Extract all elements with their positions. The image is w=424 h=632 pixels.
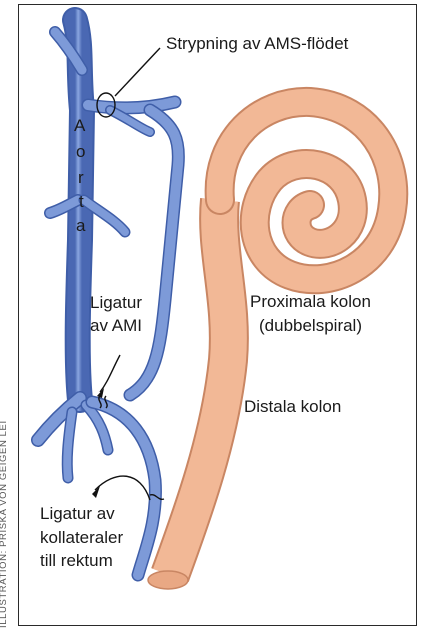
- strypning-pointer: [115, 48, 160, 96]
- colon: [148, 102, 393, 589]
- label-distala: Distala kolon: [244, 397, 341, 417]
- aorta-letter: o: [76, 142, 85, 162]
- aorta-letter: r: [78, 168, 84, 188]
- aorta-letter: a: [76, 216, 85, 236]
- label-ligatur-koll-2: kollateraler: [40, 528, 123, 548]
- aorta-letter: A: [74, 116, 85, 136]
- label-proximala-2: (dubbelspiral): [259, 316, 362, 336]
- label-ligatur-ami-1: Ligatur: [90, 293, 142, 313]
- label-ligatur-koll-1: Ligatur av: [40, 504, 115, 524]
- colon-end: [148, 571, 188, 589]
- aorta-letter: t: [79, 192, 84, 212]
- label-ligatur-koll-3: till rektum: [40, 551, 113, 571]
- ami-pointer: [100, 355, 120, 392]
- label-strypning: Strypning av AMS-flödet: [166, 34, 348, 54]
- label-ligatur-ami-2: av AMI: [90, 316, 142, 336]
- collateral-pointer: [95, 476, 150, 500]
- label-proximala-1: Proximala kolon: [250, 292, 371, 312]
